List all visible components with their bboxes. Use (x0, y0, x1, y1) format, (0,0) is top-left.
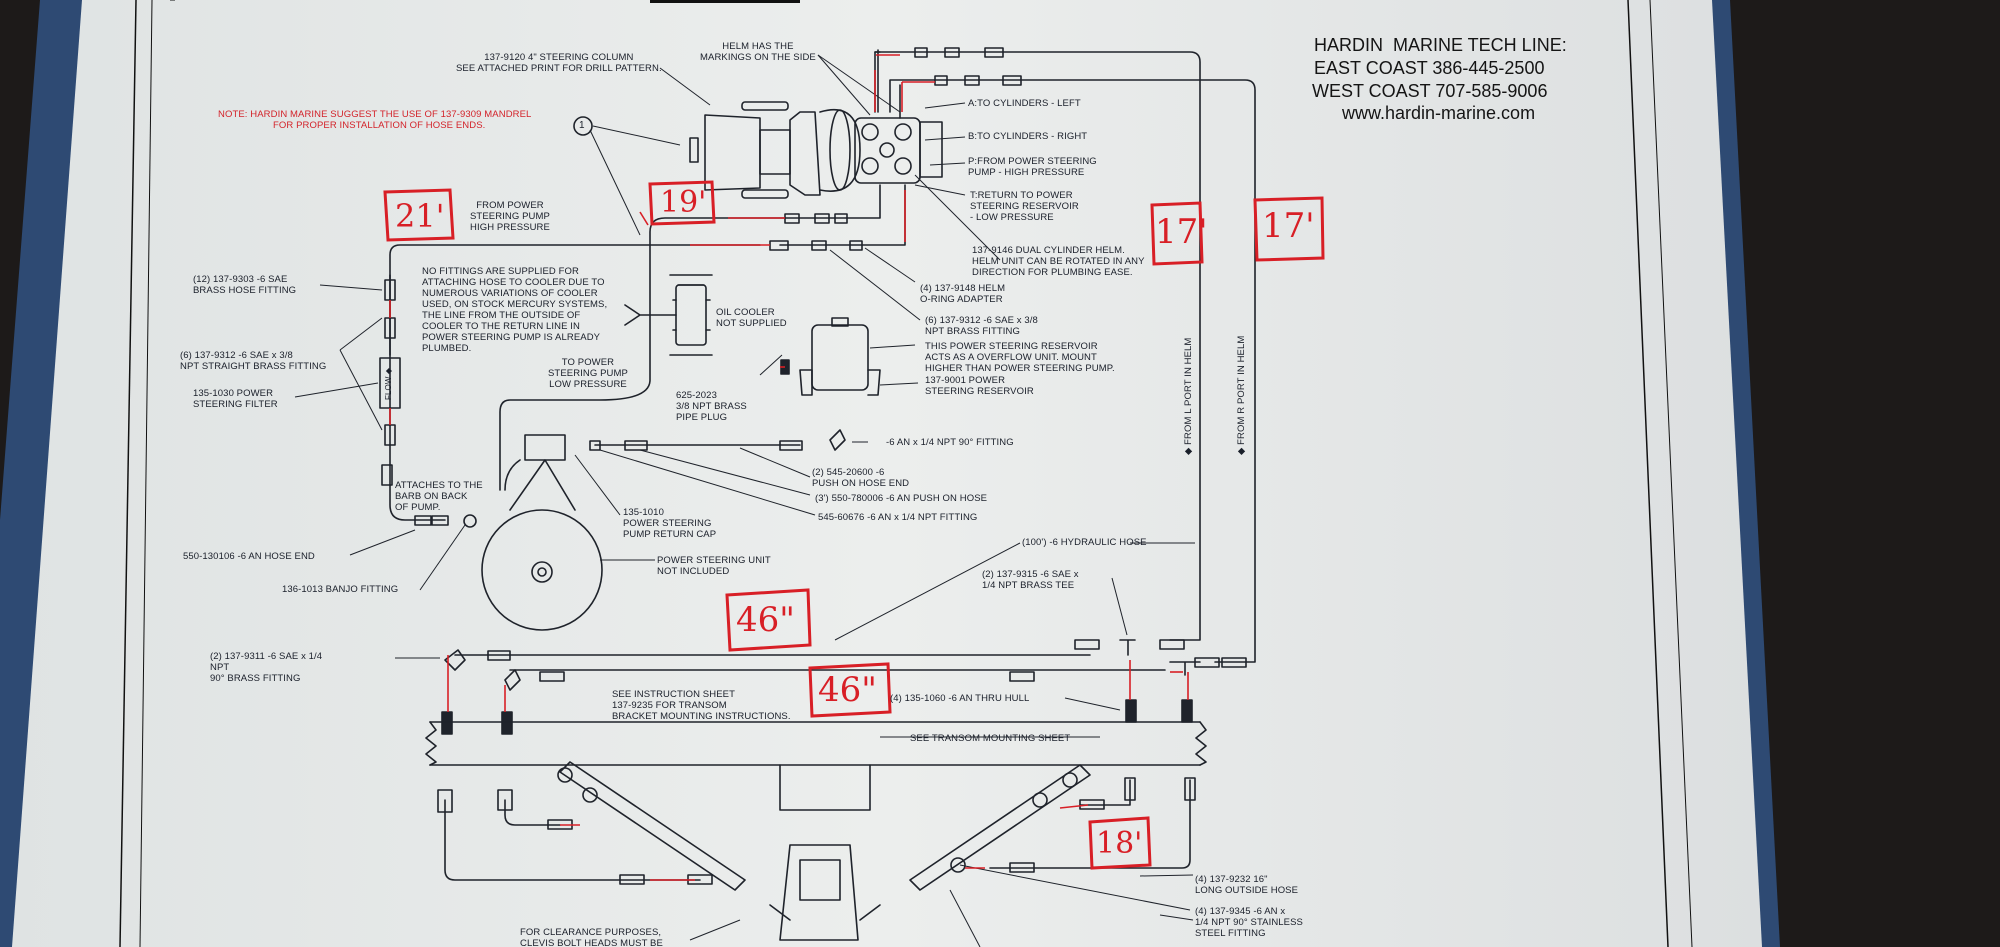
label-to-ps-pump-low: TO POWER STEERING PUMP LOW PRESSURE (548, 357, 628, 390)
label-oil-cooler: OIL COOLER NOT SUPPLIED (716, 307, 787, 329)
callout-circle (573, 116, 593, 136)
note-line-2: FOR PROPER INSTALLATION OF HOSE ENDS. (273, 120, 486, 131)
label-port-t: T:RETURN TO POWER STEERING RESERVOIR - L… (970, 190, 1079, 223)
label-attaches-barb: ATTACHES TO THE BARB ON BACK OF PUMP. (395, 480, 483, 513)
label-transom-sheet: SEE TRANSOM MOUNTING SHEET (910, 733, 1071, 744)
label-thru-hull: (4) 135-1060 -6 AN THRU HULL (890, 693, 1030, 704)
label-pipe-plug: 625-2023 3/8 NPT BRASS PIPE PLUG (676, 390, 747, 423)
label-flow: FLOW ◆ (384, 367, 393, 400)
label-from-ps-pump: FROM POWER STEERING PUMP HIGH PRESSURE (470, 200, 550, 233)
oil-cooler (624, 274, 713, 356)
handwritten-boxes (383, 180, 1325, 870)
label-hydraulic-hose: (100') -6 HYDRAULIC HOSE (1022, 537, 1147, 548)
west-coast-phone: WEST COAST 707-585-9006 (1312, 81, 1548, 101)
label-straight-fitting: (6) 137-9312 -6 SAE x 3/8 NPT STRAIGHT B… (180, 350, 327, 372)
label-no-fittings: NO FITTINGS ARE SUPPLIED FOR ATTACHING H… (422, 266, 608, 354)
red-flow-arrows (389, 54, 1189, 881)
label-ps-filter: 135-1030 POWER STEERING FILTER (193, 388, 278, 410)
label-push-on-end: (2) 545-20600 -6 PUSH ON HOSE END (812, 467, 910, 489)
label-brass-tee: (2) 137-9315 -6 SAE x 1/4 NPT BRASS TEE (982, 569, 1079, 591)
handwritten-18: 18' (1096, 826, 1143, 861)
label-reservoir-part: 137-9001 POWER STEERING RESERVOIR (925, 375, 1034, 397)
label-brass-90: (2) 137-9311 -6 SAE x 1/4 NPT 90° BRASS … (210, 651, 323, 684)
label-banjo: 136-1013 BANJO FITTING (282, 584, 399, 595)
east-coast-phone: EAST COAST 386-445-2500 (1314, 58, 1545, 78)
callout-number: 1 (579, 120, 585, 131)
handwritten-17-left: 17' (1155, 212, 1208, 252)
tech-line-title: HARDIN MARINE TECH LINE: (1314, 35, 1567, 55)
label-hose-fitting: (12) 137-9303 -6 SAE BRASS HOSE FITTING (193, 274, 297, 296)
label-steering-column: 137-9120 4" STEERING COLUMN SEE ATTACHED… (456, 52, 662, 74)
hose-fittings-top (914, 47, 1022, 86)
label-push-on-hose: (3') 550-780006 -6 AN PUSH ON HOSE (815, 493, 988, 504)
handwritten-46-upper: 46" (736, 600, 795, 640)
label-stainless-fitting: (4) 137-9345 -6 AN x 1/4 NPT 90° STAINLE… (1195, 906, 1303, 939)
label-npt-fitting: 545-60676 -6 AN x 1/4 NPT FITTING (818, 512, 978, 523)
label-dual-helm: 137-9146 DUAL CYLINDER HELM. HELM UNIT C… (972, 245, 1145, 278)
website-url: www.hardin-marine.com (1342, 103, 1536, 123)
label-port-b: B:TO CYLINDERS - RIGHT (968, 131, 1088, 142)
label-instruction-sheet: SEE INSTRUCTION SHEET 137-9235 FOR TRANS… (612, 689, 791, 722)
note-line-1: NOTE: HARDIN MARINE SUGGEST THE USE OF 1… (218, 109, 532, 120)
label-port-a: A:TO CYLINDERS - LEFT (968, 98, 1081, 109)
handwritten-21: 21' (395, 197, 445, 235)
handwritten-46-lower: 46" (818, 670, 877, 710)
label-ps-unit: POWER STEERING UNIT NOT INCLUDED (657, 555, 771, 577)
label-npt-90: -6 AN x 1/4 NPT 90° FITTING (886, 437, 1014, 448)
label-brass-fitting: (6) 137-9312 -6 SAE x 3/8 NPT BRASS FITT… (925, 315, 1038, 337)
handwritten-19: 19' (660, 185, 707, 220)
label-clearance: FOR CLEARANCE PURPOSES, CLEVIS BOLT HEAD… (520, 927, 663, 947)
transom-bracket (425, 721, 1207, 811)
helm-unit (854, 117, 943, 184)
handwritten-17-right: 17' (1262, 206, 1315, 246)
label-from-l-port: ◆ FROM L PORT IN HELM (1183, 337, 1194, 455)
ps-pump (481, 434, 603, 631)
label-port-p: P:FROM POWER STEERING PUMP - HIGH PRESSU… (968, 156, 1097, 178)
label-oring-adapter: (4) 137-9148 HELM O-RING ADAPTER (920, 283, 1006, 305)
steering-column (689, 101, 861, 199)
label-reservoir-note: THIS POWER STEERING RESERVOIR ACTS AS A … (925, 341, 1115, 374)
label-from-r-port: ◆ FROM R PORT IN HELM (1236, 335, 1247, 455)
label-return-cap: 135-1010 POWER STEERING PUMP RETURN CAP (623, 507, 717, 540)
label-helm-markings: HELM HAS THE MARKINGS ON THE SIDE (700, 41, 816, 63)
label-outside-hose: (4) 137-9232 16" LONG OUTSIDE HOSE (1195, 874, 1299, 896)
hydraulic-cylinders (557, 761, 1091, 941)
leader-lines (294, 54, 1195, 947)
label-an-hose-end: 550-130106 -6 AN HOSE END (183, 551, 315, 562)
